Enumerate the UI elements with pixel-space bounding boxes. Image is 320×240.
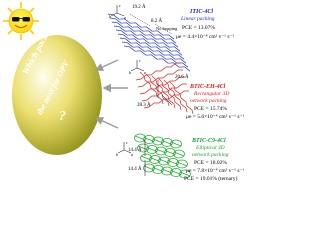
network-link — [176, 161, 188, 167]
panel1-note: No hopping — [156, 26, 178, 31]
panel3-subtitle: Elliptical 3D — [196, 145, 225, 151]
linear-strand — [115, 29, 183, 56]
network-chain — [137, 69, 183, 88]
axis-label-b1: b — [109, 14, 111, 19]
axis-label-c2: c — [139, 58, 141, 63]
network-ring — [170, 139, 182, 149]
question-mark: ? — [59, 109, 66, 124]
panel3-title: BTIC-C9-4Cl — [192, 138, 226, 144]
network-chain — [135, 62, 181, 81]
panel3-pce: PCE = 18.02% — [194, 160, 227, 166]
network-link — [179, 171, 191, 177]
linear-strand — [111, 21, 179, 48]
network-ring — [176, 159, 188, 169]
network-chain — [143, 90, 189, 109]
network-link — [173, 151, 185, 157]
panel2-subtitle: Rectangular 3D — [194, 91, 230, 97]
panel1-dim1: 19.2 Å — [132, 5, 146, 10]
network-chain — [139, 71, 164, 105]
figure-graphics: c b a c b a c b a — [3, 2, 194, 179]
pointer-arrows — [94, 59, 128, 129]
linear-strand — [123, 45, 191, 72]
axis-label-a2: a — [144, 70, 146, 75]
panel1-dim2: 8.2 Å — [151, 19, 163, 24]
network-chain — [169, 81, 194, 115]
panel2-subtitle-2: network packing — [190, 98, 227, 104]
question-ellipse — [12, 35, 102, 155]
linear-packing-crystal — [107, 13, 191, 72]
figure-canvas: c b a c b a c b a Which packing the — [3, 2, 245, 182]
panel1-subtitle: Linear packing — [181, 16, 215, 22]
panel2-mobility: μe = 5.6×10⁻⁴ cm² v⁻¹ s⁻¹ — [186, 114, 245, 120]
network-ring — [173, 149, 185, 159]
rectangular-network-crystal — [135, 62, 194, 115]
panel1-mobility: μe = 4.4×10⁻⁴ cm² v⁻¹ s⁻¹ — [176, 34, 235, 40]
axis-label-c1: c — [119, 3, 121, 8]
panel1-title: ITIC-4Cl — [190, 9, 214, 15]
linear-strand — [107, 13, 175, 40]
linear-strand — [113, 25, 181, 52]
panel3-dim2: 14.4 Å — [128, 167, 142, 172]
panel2-dim2: 28.3 Å — [137, 103, 151, 108]
axis-label-a3: a — [131, 152, 133, 157]
sun-icon — [3, 2, 39, 40]
axis-label-c3: c — [126, 140, 128, 145]
network-chain — [157, 77, 182, 111]
network-chain — [141, 83, 187, 102]
dimension-markers — [129, 13, 173, 176]
network-chain — [139, 76, 185, 95]
axis-triad-2 — [130, 60, 145, 72]
network-link — [170, 141, 182, 147]
network-ring — [179, 169, 191, 179]
panel2-dim1: 20.6 Å — [175, 75, 189, 80]
axis-triad-1 — [110, 5, 125, 17]
panel3-dim1: 14.4 Å — [128, 148, 142, 153]
axis-label-b3: b — [116, 152, 118, 157]
axis-label-b2: b — [129, 70, 131, 75]
panel3-pce-ternary: PCE = 19.01% (ternary) — [184, 176, 238, 182]
panel1-pce: PCE = 13.07% — [182, 25, 215, 31]
axis-triad-3 — [117, 142, 132, 154]
linear-strand — [109, 17, 177, 44]
panel2-pce: PCE = 15.74% — [194, 106, 227, 112]
network-chain — [163, 79, 188, 113]
panel2-title: BTIC-EH-4Cl — [190, 84, 226, 90]
network-chain — [145, 73, 170, 107]
panel3-mobility: μe = 7.8×10⁻⁴ cm² v⁻¹ s⁻¹ — [186, 168, 245, 174]
linear-strand — [117, 33, 185, 60]
axis-label-a1: a — [124, 15, 126, 20]
linear-strand — [119, 37, 187, 64]
elliptical-network-crystal — [134, 133, 191, 179]
panel3-subtitle-2: network packing — [192, 152, 229, 158]
